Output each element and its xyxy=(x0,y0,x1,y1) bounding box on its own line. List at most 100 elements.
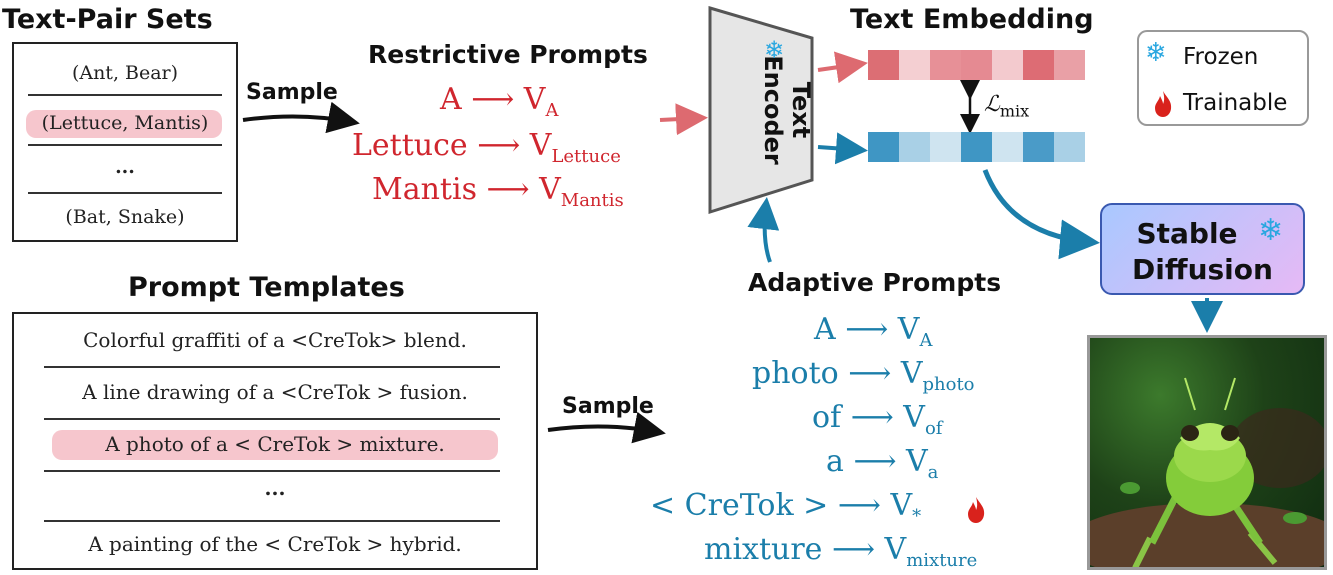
adaptive-embedding-bar xyxy=(868,132,1085,162)
text-encoder-line2: Encoder xyxy=(759,55,787,165)
template-highlight xyxy=(52,430,498,460)
pair-row-ellipsis: ... xyxy=(115,156,135,178)
embedding-vector: V xyxy=(906,444,928,479)
stable-diffusion-line1: Stable xyxy=(1136,217,1238,250)
text-encoder-label: Text Encoder xyxy=(715,45,815,175)
sample-label-top: Sample xyxy=(246,80,338,105)
text-pair-sets-title: Text-Pair Sets xyxy=(2,4,213,35)
divider xyxy=(28,144,222,146)
adaptive-embedding-cell xyxy=(1023,132,1054,162)
adaptive-embedding-cell xyxy=(992,132,1023,162)
text-pair-sets-box: (Ant, Bear) (Lettuce, Mantis) ... (Bat, … xyxy=(12,42,238,242)
arrow-glyph: ⟶ xyxy=(486,172,530,207)
divider xyxy=(44,520,500,522)
adaptive-embedding-cell xyxy=(930,132,961,162)
adaptive-token: of xyxy=(812,400,842,435)
template-row: A photo of a < CreTok > mixture. xyxy=(105,432,445,456)
adaptive-row: mixture ⟶ Vmixture xyxy=(704,532,977,571)
lettuce-mantis-illustration xyxy=(1090,377,1324,567)
adaptive-token: photo xyxy=(752,356,839,391)
restrictive-token: A xyxy=(440,82,462,117)
arrow-glyph: ⟶ xyxy=(850,400,894,435)
restrictive-embedding-bar xyxy=(868,50,1085,80)
pair-row: (Lettuce, Mantis) xyxy=(41,112,209,134)
embedding-vector: V xyxy=(897,312,920,347)
template-row: A painting of the < CreTok > hybrid. xyxy=(88,532,462,556)
divider xyxy=(44,470,500,472)
embedding-vector: V xyxy=(900,356,923,391)
restrictive-prompts-title: Restrictive Prompts xyxy=(368,40,648,69)
embedding-vector: V xyxy=(529,128,552,163)
embedding-subscript: Mantis xyxy=(560,190,624,211)
restrictive-token: Mantis xyxy=(372,172,477,207)
snowflake-icon: ❄ xyxy=(764,36,785,64)
prompt-templates-box: Colorful graffiti of a <CreTok> blend. A… xyxy=(12,312,538,570)
arrow-glyph: ⟶ xyxy=(845,312,889,347)
flame-icon xyxy=(968,497,985,523)
embedding-vector: V xyxy=(903,400,925,435)
embedding-vector: V xyxy=(539,172,561,207)
restrictive-embedding-cell xyxy=(961,50,992,80)
restrictive-embedding-cell xyxy=(899,50,930,80)
embedding-to-diffusion-arrow xyxy=(982,169,1100,260)
arrow-glyph: ⟶ xyxy=(837,488,881,523)
sample-arrow-bottom xyxy=(547,411,666,444)
divider xyxy=(44,366,500,368)
embedding-vector: V xyxy=(884,532,907,567)
adaptive-token: A xyxy=(814,312,836,347)
embedding-vector: V xyxy=(523,82,546,117)
adaptive-to-encoder-arrow xyxy=(747,197,780,263)
pair-highlight xyxy=(26,110,222,138)
stable-diffusion-box: Stable Diffusion ❄ xyxy=(1100,203,1305,295)
loss-symbol: ℒ xyxy=(984,92,1000,117)
text-embedding-title: Text Embedding xyxy=(850,4,1094,35)
legend-trainable-label: Trainable xyxy=(1183,90,1288,116)
embedding-subscript: of xyxy=(924,418,943,439)
arrow-glyph: ⟶ xyxy=(831,532,875,567)
sample-arrow-top xyxy=(242,101,360,134)
adaptive-row: A ⟶ VA xyxy=(814,312,932,351)
restrictive-embedding-cell xyxy=(868,50,899,80)
restrictive-embedding-cell xyxy=(992,50,1023,80)
restrictive-row: A ⟶ VA xyxy=(440,82,558,121)
flame-icon xyxy=(1155,91,1172,117)
restrictive-embedding-cell xyxy=(1023,50,1054,80)
loss-subscript: mix xyxy=(999,101,1030,121)
divider xyxy=(28,192,222,194)
text-encoder-line1: Text xyxy=(787,81,815,139)
restrictive-to-encoder-arrow xyxy=(659,103,708,136)
adaptive-embedding-cell xyxy=(868,132,899,162)
pair-row: (Ant, Bear) xyxy=(71,62,179,84)
divider xyxy=(28,94,222,96)
restrictive-row: Lettuce ⟶ VLettuce xyxy=(352,128,621,167)
encoder-to-top-embedding-arrow xyxy=(817,51,868,84)
adaptive-token: a xyxy=(826,444,844,479)
arrow-glyph: ⟶ xyxy=(471,82,515,117)
mix-loss-label: ℒmix xyxy=(984,92,1029,120)
adaptive-token: < CreTok > xyxy=(650,488,829,523)
adaptive-row-cretok: < CreTok > ⟶ V* xyxy=(650,488,921,527)
encoder-to-bottom-embedding-arrow xyxy=(817,132,868,165)
text-encoder-shape xyxy=(708,5,814,215)
adaptive-embedding-cell xyxy=(1054,132,1085,162)
arrow-glyph: ⟶ xyxy=(853,444,897,479)
template-row: A line drawing of a <CreTok > fusion. xyxy=(82,380,468,404)
generated-image xyxy=(1087,335,1327,570)
embedding-subscript: a xyxy=(927,462,939,483)
adaptive-token: mixture xyxy=(704,532,823,567)
prompt-templates-title: Prompt Templates xyxy=(128,272,405,303)
embedding-vector: V xyxy=(890,488,913,523)
snowflake-icon: ❄ xyxy=(1258,213,1284,248)
stable-diffusion-line2: Diffusion xyxy=(1132,253,1273,286)
divider xyxy=(44,418,500,420)
sample-label-bottom: Sample xyxy=(562,394,654,419)
template-row-ellipsis: ... xyxy=(264,476,286,500)
adaptive-prompts-title: Adaptive Prompts xyxy=(748,268,1002,297)
arrow-glyph: ⟶ xyxy=(477,128,521,163)
arrow-glyph: ⟶ xyxy=(848,356,892,391)
snowflake-icon: ❄ xyxy=(1145,38,1167,68)
embedding-subscript: mixture xyxy=(906,550,978,571)
adaptive-row: of ⟶ Vof xyxy=(812,400,942,439)
embedding-subscript: photo xyxy=(922,374,975,395)
